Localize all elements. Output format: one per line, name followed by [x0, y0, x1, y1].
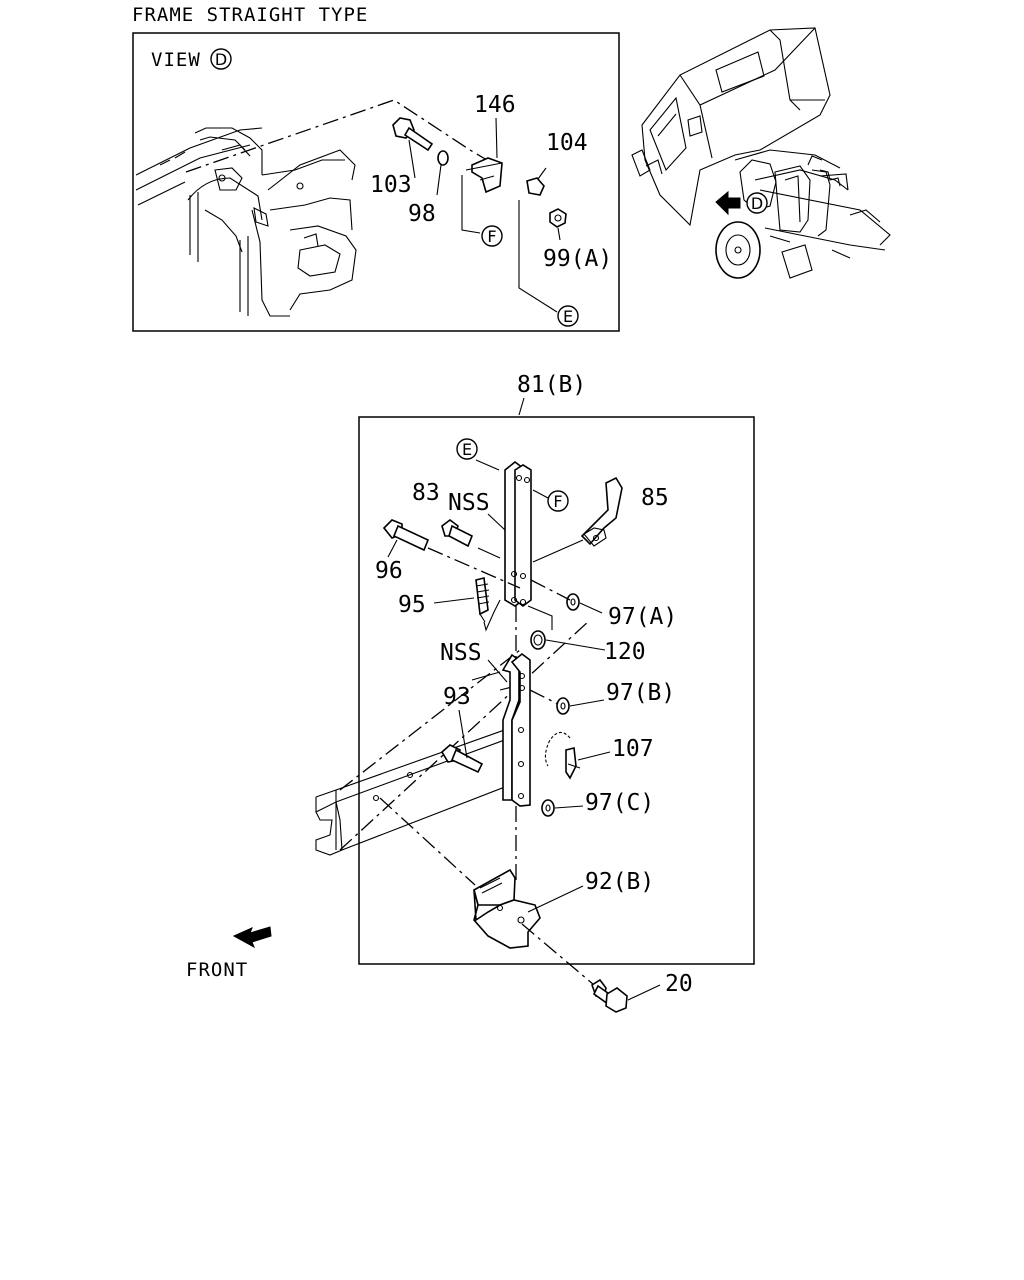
pin-83 — [441, 519, 474, 548]
view-arrow-icon — [715, 190, 741, 216]
pin-96 — [382, 519, 430, 552]
bolt-20 — [591, 978, 628, 1013]
truck-view-ref-circle-d: D — [746, 192, 768, 214]
ref-e-text-view: E — [563, 307, 573, 326]
label-97a: 97(A) — [608, 604, 677, 630]
chassis-sketch — [135, 127, 357, 317]
washer-97a — [566, 593, 580, 611]
bolt-103 — [392, 117, 434, 152]
bolt-104 — [526, 177, 545, 196]
label-104: 104 — [546, 130, 588, 156]
label-96: 96 — [375, 558, 403, 584]
label-81b: 81(B) — [517, 372, 586, 398]
label-nss-mid: NSS — [440, 640, 482, 666]
ref-circle-e-view: E — [557, 305, 579, 327]
frame-rail — [315, 619, 591, 856]
truck-sketch: D — [631, 27, 891, 279]
ref-f-text-view: F — [487, 227, 496, 246]
lower-link-bar — [501, 652, 531, 807]
label-97c: 97(C) — [585, 790, 654, 816]
clip-107 — [544, 731, 581, 780]
ref-circle-f-view: F — [481, 225, 503, 247]
truck-view-ref-d-text: D — [751, 194, 763, 213]
ref-f-text-main: F — [553, 492, 562, 511]
ref-circle-e-main: E — [456, 438, 478, 460]
label-98: 98 — [408, 201, 436, 227]
diagram-title: FRAME STRAIGHT TYPE — [132, 4, 368, 26]
label-99a: 99(A) — [543, 246, 612, 272]
main-frame — [358, 416, 755, 965]
main-assembly-panel: 81(B) — [315, 372, 755, 991]
label-146: 146 — [474, 92, 516, 118]
washer-97b — [556, 697, 570, 715]
washer-98 — [437, 150, 449, 166]
view-d-frame — [132, 32, 620, 332]
label-92b: 92(B) — [585, 869, 654, 895]
label-20: 20 — [665, 971, 693, 997]
label-103: 103 — [370, 172, 412, 198]
label-120: 120 — [604, 639, 646, 665]
spring-95 — [475, 577, 490, 623]
label-nss-top: NSS — [448, 490, 490, 516]
front-arrow-icon — [232, 926, 272, 949]
view-d-panel: VIEW D — [132, 32, 620, 332]
bracket-92b — [473, 868, 541, 949]
bracket-146 — [465, 157, 503, 194]
label-107: 107 — [612, 736, 654, 762]
view-label: VIEW — [151, 49, 201, 71]
label-93: 93 — [443, 684, 471, 710]
upper-link-bar — [504, 460, 532, 607]
bracket-85 — [580, 476, 623, 547]
label-85: 85 — [641, 485, 669, 511]
view-ref-circle-d: D — [210, 48, 232, 70]
ref-circle-f-main: F — [547, 490, 569, 512]
label-95: 95 — [398, 592, 426, 618]
label-97b: 97(B) — [606, 680, 675, 706]
label-83: 83 — [412, 480, 440, 506]
front-label: FRONT — [186, 959, 248, 981]
washer-97c — [541, 799, 555, 817]
view-ref-d-text: D — [215, 50, 227, 69]
pin-93 — [440, 744, 484, 774]
nut-99a — [549, 208, 567, 228]
ref-e-text-main: E — [462, 440, 472, 459]
ring-120 — [530, 630, 546, 650]
